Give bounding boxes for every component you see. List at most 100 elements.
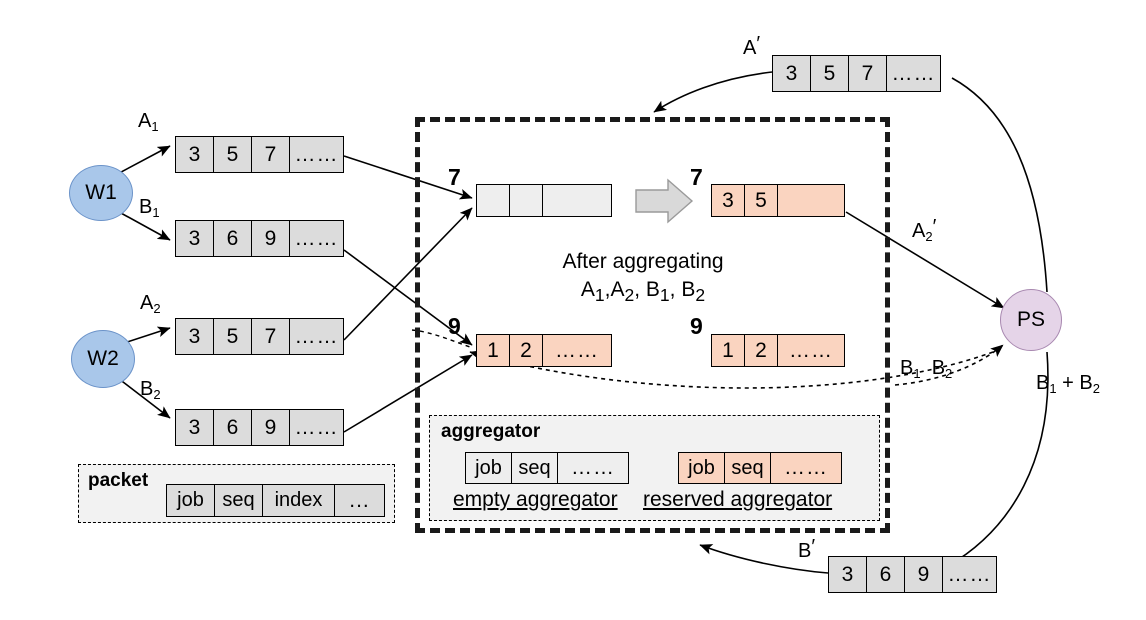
seg: A <box>912 220 926 242</box>
seg: , B <box>669 278 696 301</box>
cell: 7 <box>252 319 290 354</box>
seg: 2 <box>925 229 933 244</box>
reserved-aggregator-sample[interactable]: job seq …… <box>678 452 842 484</box>
seg: 1 <box>152 205 160 220</box>
cell: seq <box>512 453 558 483</box>
seg: 1 <box>151 119 159 134</box>
edge-label-a2: A2 <box>140 292 161 316</box>
cell: 2 <box>745 335 778 366</box>
slot9-before-label: 9 <box>448 313 461 339</box>
cell: 3 <box>712 185 745 216</box>
slot7-before[interactable] <box>476 184 612 217</box>
cell: 5 <box>214 137 252 172</box>
cell: …… <box>294 324 339 348</box>
edge-label-b-prime: B′ <box>798 536 815 563</box>
seg: B <box>139 196 153 218</box>
cell: …… <box>294 415 339 439</box>
cell <box>778 185 844 216</box>
edge-label-b1-b2: B1 B2 <box>900 357 953 381</box>
seg: A <box>743 37 757 59</box>
node-ps-label: PS <box>1016 308 1045 331</box>
seg: 2 <box>945 366 953 381</box>
slot9-after[interactable]: 1 2 …… <box>711 334 845 367</box>
cell: 9 <box>252 221 290 256</box>
packet-b2[interactable]: 3 6 9 …… <box>175 409 344 446</box>
cell: …… <box>294 226 339 250</box>
slot7-after-label: 7 <box>690 164 703 190</box>
node-worker1[interactable]: W1 <box>69 165 133 221</box>
cell: 1 <box>712 335 745 366</box>
cell: job <box>466 453 512 483</box>
seg: , B <box>634 278 660 301</box>
seg: 1 <box>913 366 921 381</box>
packet-legend-title: packet <box>88 470 149 491</box>
cell <box>510 185 543 216</box>
slot7-before-label: 7 <box>448 164 461 190</box>
slot9-before[interactable]: 1 2 …… <box>476 334 612 367</box>
cell: …… <box>789 338 833 362</box>
cell: ... <box>349 488 370 512</box>
seg: ,A <box>604 278 625 301</box>
cell: 6 <box>867 557 905 592</box>
cell: seq <box>215 485 263 516</box>
cell: 3 <box>176 410 214 445</box>
slot7-after[interactable]: 3 5 <box>711 184 845 217</box>
spacer <box>921 357 932 379</box>
edge-label-a-prime: A′ <box>743 33 760 60</box>
aggregator-title: aggregator <box>441 421 541 442</box>
seg: B <box>798 540 812 562</box>
cell: 5 <box>214 319 252 354</box>
packet-b-prime[interactable]: 3 6 9 …… <box>828 556 997 593</box>
cell: seq <box>725 453 771 483</box>
packet-a1[interactable]: 3 5 7 …… <box>175 136 344 173</box>
seg: B <box>140 378 154 400</box>
cell: 1 <box>477 335 510 366</box>
prime-glyph: ′ <box>756 33 761 55</box>
seg: 2 <box>153 301 161 316</box>
cell: 9 <box>905 557 943 592</box>
cell: 5 <box>811 56 849 91</box>
seg: A <box>138 110 152 132</box>
switch-region <box>415 117 890 533</box>
node-ps[interactable]: PS <box>1000 289 1062 351</box>
seg: + B <box>1056 372 1093 394</box>
packet-legend-sample[interactable]: job seq index ... <box>166 484 385 517</box>
seg: 1 <box>659 285 670 306</box>
cell: job <box>679 453 725 483</box>
cell: …… <box>571 456 615 479</box>
cell: 2 <box>510 335 543 366</box>
cell: job <box>167 485 215 516</box>
cell: 9 <box>252 410 290 445</box>
cell: 3 <box>176 221 214 256</box>
seg: B <box>931 357 946 379</box>
aggregating-caption-line2: A1,A2, B1, B2 <box>528 278 758 306</box>
prime-glyph: ′ <box>932 216 937 238</box>
cell <box>543 185 611 216</box>
packet-a-prime[interactable]: 3 5 7 …… <box>772 55 941 92</box>
prime-glyph: ′ <box>811 536 816 558</box>
seg: A <box>580 278 595 301</box>
seg: 2 <box>695 285 706 306</box>
seg: 2 <box>1092 381 1100 396</box>
seg: 1 <box>594 285 605 306</box>
node-worker2[interactable]: W2 <box>71 330 135 388</box>
empty-aggregator-sample[interactable]: job seq …… <box>465 452 629 484</box>
node-worker2-label: W2 <box>87 347 119 370</box>
edge-label-b1: B1 <box>139 196 160 220</box>
edge-label-a2-prime: A2′ <box>912 216 936 244</box>
aggregating-caption-line1: After aggregating <box>562 250 724 273</box>
edge-label-b1-plus-b2: B1 + B2 <box>1036 372 1100 396</box>
cell: index <box>263 485 335 516</box>
cell: 5 <box>745 185 778 216</box>
edge-label-b2: B2 <box>140 378 161 402</box>
slot9-after-label: 9 <box>690 313 703 339</box>
packet-a2[interactable]: 3 5 7 …… <box>175 318 344 355</box>
reserved-aggregator-caption: reserved aggregator <box>643 488 833 511</box>
seg: 2 <box>624 285 635 306</box>
cell: 7 <box>849 56 887 91</box>
cell: 3 <box>176 319 214 354</box>
seg: B <box>900 357 914 379</box>
packet-b1[interactable]: 3 6 9 …… <box>175 220 344 257</box>
edge-label-a1: A1 <box>138 110 159 134</box>
